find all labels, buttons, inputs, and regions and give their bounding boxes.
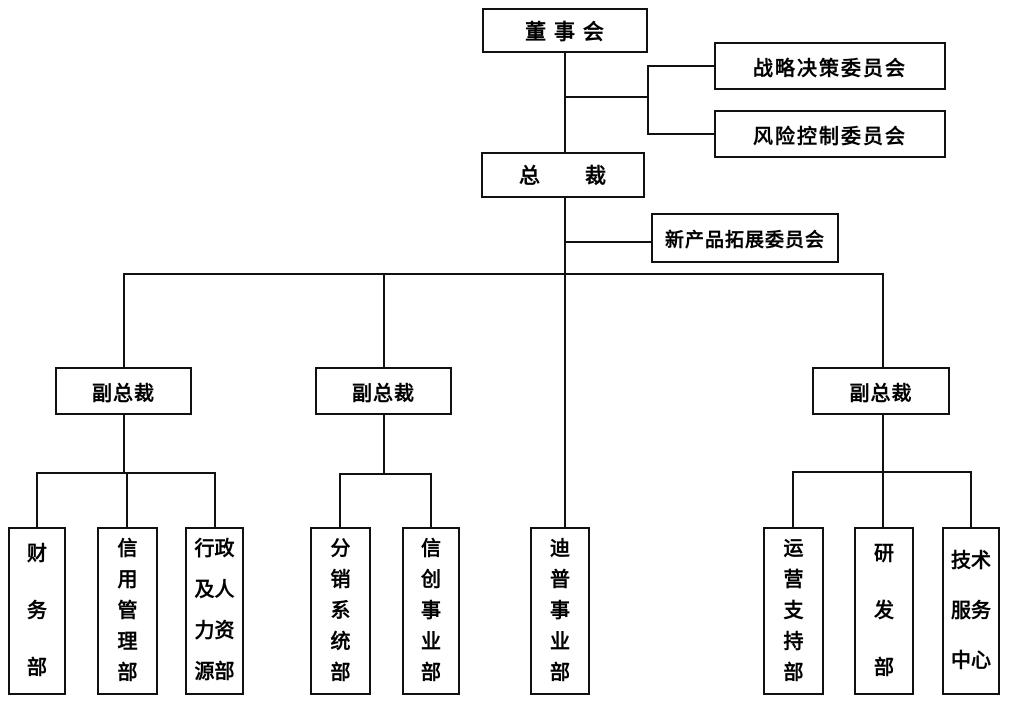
connector-line [383,415,385,473]
node-dept-dipu-business: 迪 普 事 业 部 [530,527,590,695]
node-dept-tech-service-center-label: 技术 服务 中心 [951,550,991,672]
node-vp-right-label: 副总裁 [849,382,913,405]
connector-line [882,415,884,471]
connector-line [339,473,432,475]
node-dept-operations-support: 运 营 支 持 部 [763,527,824,695]
node-strategy-committee-label: 战略决策委员会 [753,57,907,80]
node-strategy-committee: 战略决策委员会 [714,42,946,90]
connector-line [123,273,125,367]
connector-line [339,473,341,527]
connector-line [214,472,216,527]
node-board: 董 事 会 [482,8,648,53]
connector-line [383,273,385,367]
node-vp-middle-label: 副总裁 [352,382,415,405]
connector-line [564,198,566,527]
node-board-label: 董 事 会 [525,20,605,44]
node-dept-admin-hr: 行政 及人 力资 源部 [185,527,244,695]
node-new-product-committee-label: 新产品拓展委员会 [664,229,825,251]
connector-line [430,473,432,527]
node-risk-committee: 风险控制委员会 [714,110,946,158]
node-risk-committee-label: 风险控制委员会 [753,125,907,148]
connector-line [882,273,884,367]
node-vp-left: 副总裁 [55,367,192,415]
connector-line [126,472,128,527]
connector-line [649,65,714,67]
connector-line [123,415,125,472]
node-dept-distribution-system-label: 分 销 系 统 部 [330,537,351,684]
connector-line [36,472,38,527]
connector-line [564,96,649,98]
node-dept-rnd-label: 研 发 部 [874,542,894,679]
node-dept-dipu-business-label: 迪 普 事 业 部 [550,537,570,684]
node-dept-credit-management: 信 用 管 理 部 [97,527,158,695]
node-president: 总 裁 [481,152,645,198]
node-vp-left-label: 副总裁 [92,382,155,405]
node-vp-middle: 副总裁 [315,367,452,415]
node-dept-xinchuang-business-label: 信 创 事 业 部 [421,537,441,684]
connector-line [882,471,884,527]
node-dept-credit-management-label: 信 用 管 理 部 [117,537,138,684]
connector-line [564,53,566,152]
node-dept-finance-label: 财 务 部 [27,542,47,679]
connector-line [649,133,714,135]
node-dept-distribution-system: 分 销 系 统 部 [310,527,371,695]
node-dept-admin-hr-label: 行政 及人 力资 源部 [194,538,235,683]
connector-line [566,241,651,243]
node-dept-rnd: 研 发 部 [854,527,914,695]
connector-line [792,471,794,527]
node-president-label: 总 裁 [519,165,607,188]
node-dept-finance: 财 务 部 [8,527,66,695]
node-dept-tech-service-center: 技术 服务 中心 [942,527,1000,695]
node-new-product-committee: 新产品拓展委员会 [651,213,839,263]
node-vp-right: 副总裁 [812,367,950,415]
node-dept-operations-support-label: 运 营 支 持 部 [783,537,804,684]
node-dept-xinchuang-business: 信 创 事 业 部 [402,527,460,695]
connector-line [970,471,972,527]
connector-line [123,273,884,275]
connector-line [647,65,649,135]
